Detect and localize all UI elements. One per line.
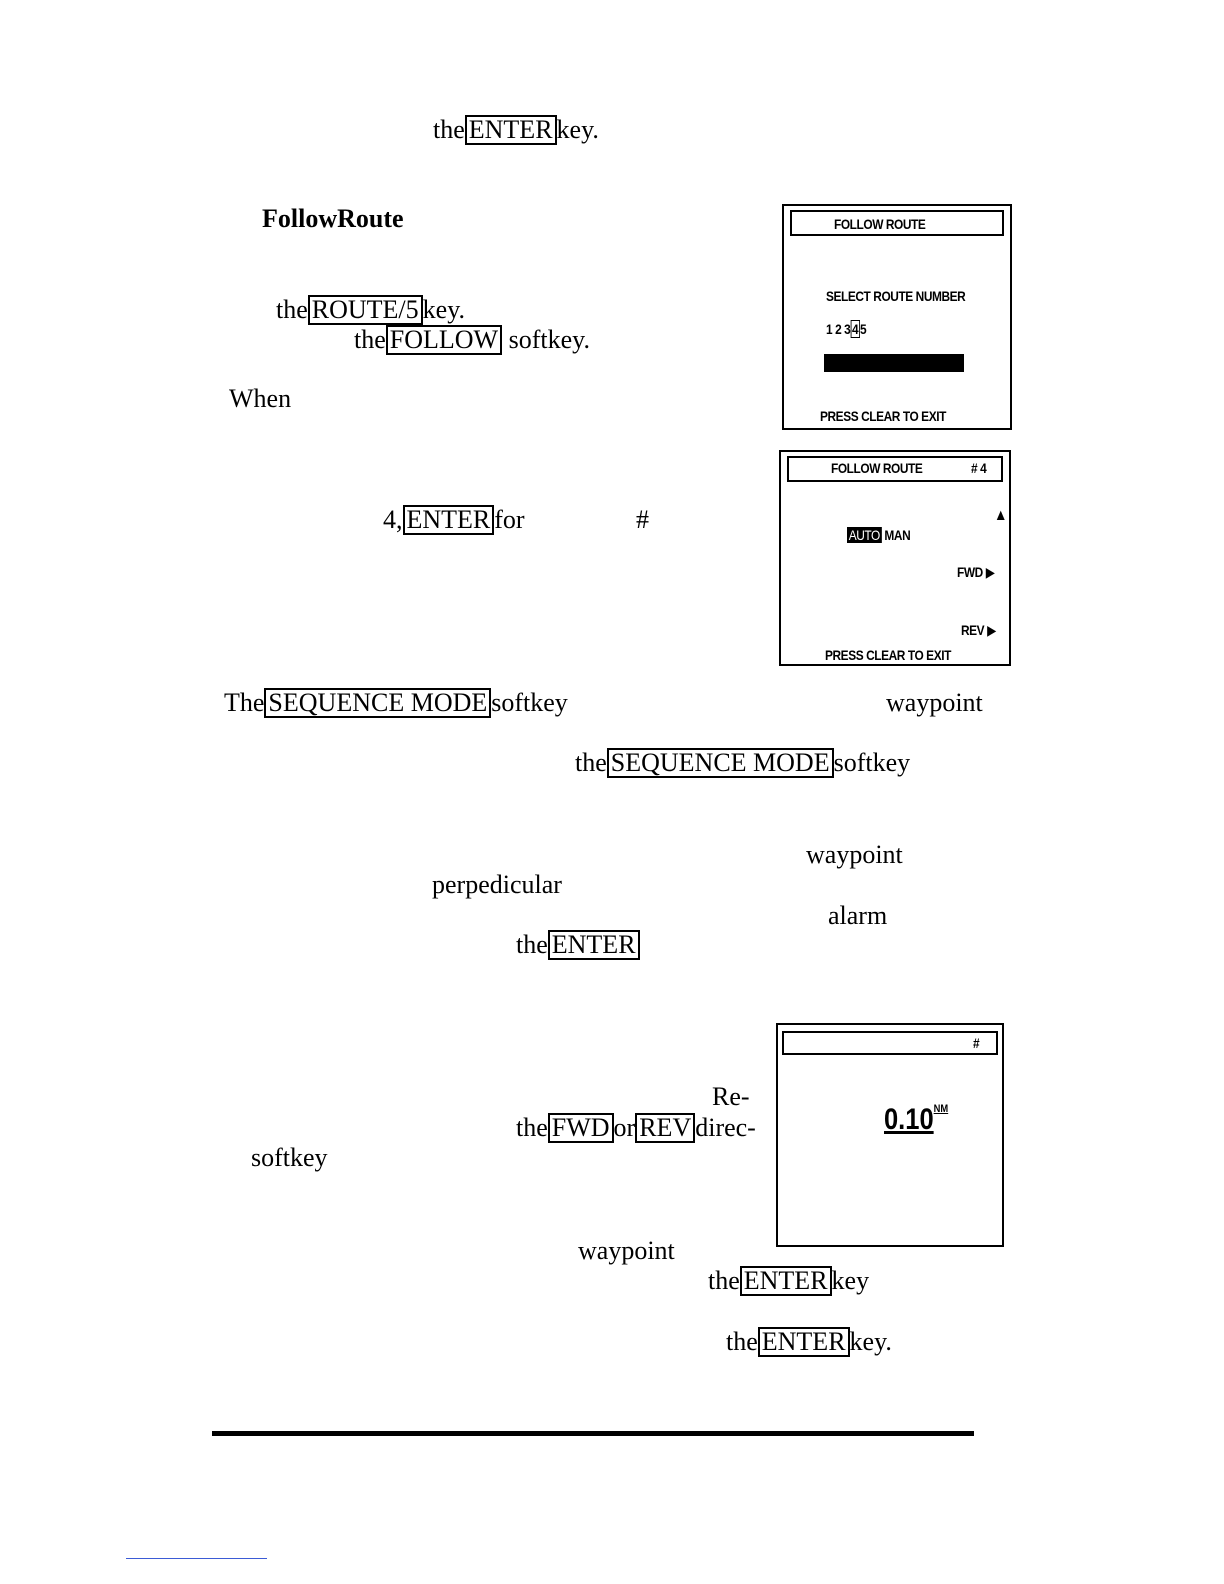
text-key: key bbox=[831, 1266, 870, 1295]
lcd-numbers-pre: 1 2 3 bbox=[826, 321, 851, 337]
text-the: the bbox=[433, 115, 465, 144]
text-the: the bbox=[708, 1266, 740, 1295]
lcd-distance-unit: NM bbox=[933, 1103, 949, 1115]
lcd-title: FOLLOW ROUTE bbox=[831, 460, 923, 476]
sequence-mode-softkey[interactable]: SEQUENCE MODE bbox=[264, 688, 492, 718]
text-the: the bbox=[516, 1113, 548, 1142]
text-or: or bbox=[613, 1113, 636, 1142]
lcd-exit-prompt: PRESS CLEAR TO EXIT bbox=[820, 408, 946, 424]
lcd-fwd-label: FWD bbox=[957, 564, 983, 580]
fwd-softkey[interactable]: FWD bbox=[547, 1113, 614, 1143]
footer-rule bbox=[212, 1431, 974, 1436]
lcd-distance-readout: 0.10NM bbox=[884, 1103, 948, 1137]
arrow-up-icon: ▲ bbox=[994, 507, 1008, 524]
text-softkey: softkey bbox=[491, 688, 568, 717]
lcd-screen-distance: # 0.10NM bbox=[776, 1023, 1004, 1247]
enter-key[interactable]: ENTER bbox=[739, 1266, 832, 1296]
sequence-mode-softkey[interactable]: SEQUENCE MODE bbox=[606, 748, 834, 778]
lcd-screen-follow-route: FOLLOW ROUTE # 4 ▲ AUTO MAN FWD ▶ REV ▶ … bbox=[779, 450, 1011, 666]
arrow-right-icon: ▶ bbox=[985, 564, 995, 580]
text-softkey: softkey bbox=[833, 748, 911, 777]
lcd-selected-number: 4 bbox=[850, 320, 860, 338]
lcd-auto-option: AUTO bbox=[847, 527, 882, 543]
text-key: key. bbox=[422, 295, 466, 324]
text-the: the bbox=[354, 325, 386, 354]
text-key: key. bbox=[849, 1327, 892, 1356]
text-direc: direc- bbox=[695, 1113, 756, 1142]
text-for: for bbox=[494, 505, 525, 534]
text-perpedicular: perpedicular bbox=[432, 870, 562, 899]
text-waypoint: waypoint bbox=[578, 1236, 675, 1265]
lcd-route-number: # 4 bbox=[971, 460, 987, 476]
text-the: the bbox=[726, 1327, 758, 1356]
lcd-man-option: MAN bbox=[884, 527, 911, 543]
lcd-distance-value: 0.10 bbox=[884, 1103, 934, 1136]
lcd-rev-option: REV ▶ bbox=[961, 622, 996, 639]
lcd-select-prompt: SELECT ROUTE NUMBER bbox=[826, 288, 966, 304]
text-softkey: softkey. bbox=[508, 325, 590, 354]
lcd-title: FOLLOW ROUTE bbox=[834, 216, 926, 232]
section-heading: FollowRoute bbox=[262, 204, 404, 233]
lcd-fwd-option: FWD ▶ bbox=[957, 564, 995, 581]
lcd-rev-label: REV bbox=[961, 622, 985, 638]
enter-key[interactable]: ENTER bbox=[757, 1327, 850, 1357]
text-route-number: 4, bbox=[383, 505, 403, 534]
lcd-title-bar bbox=[782, 1031, 998, 1055]
lcd-title-bar bbox=[790, 210, 1004, 236]
text-the: The bbox=[224, 688, 265, 717]
text-the: the bbox=[575, 748, 607, 777]
enter-key[interactable]: ENTER bbox=[464, 115, 557, 145]
route-key[interactable]: ROUTE/5 bbox=[307, 295, 423, 325]
text-waypoint: waypoint bbox=[806, 840, 903, 869]
lcd-highlight-bar bbox=[824, 354, 964, 372]
lcd-mode-options: AUTO MAN bbox=[847, 527, 911, 543]
text-softkey: softkey bbox=[251, 1143, 328, 1172]
enter-key[interactable]: ENTER bbox=[547, 930, 640, 960]
arrow-right-icon: ▶ bbox=[987, 622, 996, 638]
text-the: the bbox=[516, 930, 548, 959]
text-alarm: alarm bbox=[828, 901, 888, 930]
text-hash: # bbox=[636, 505, 649, 534]
lcd-hash: # bbox=[973, 1035, 980, 1051]
text-waypoint: waypoint bbox=[886, 688, 983, 717]
text-when: When bbox=[229, 384, 292, 413]
lcd-title-bar bbox=[787, 456, 1003, 482]
text-key: key. bbox=[556, 115, 599, 144]
lcd-exit-prompt: PRESS CLEAR TO EXIT bbox=[825, 647, 951, 663]
text-re: Re- bbox=[712, 1082, 750, 1111]
lcd-numbers-post: 5 bbox=[859, 321, 867, 337]
bottom-link-rule bbox=[126, 1558, 267, 1559]
enter-key[interactable]: ENTER bbox=[402, 505, 495, 535]
rev-softkey[interactable]: REV bbox=[635, 1113, 696, 1143]
follow-softkey[interactable]: FOLLOW bbox=[385, 325, 503, 355]
text-the: the bbox=[276, 295, 308, 324]
